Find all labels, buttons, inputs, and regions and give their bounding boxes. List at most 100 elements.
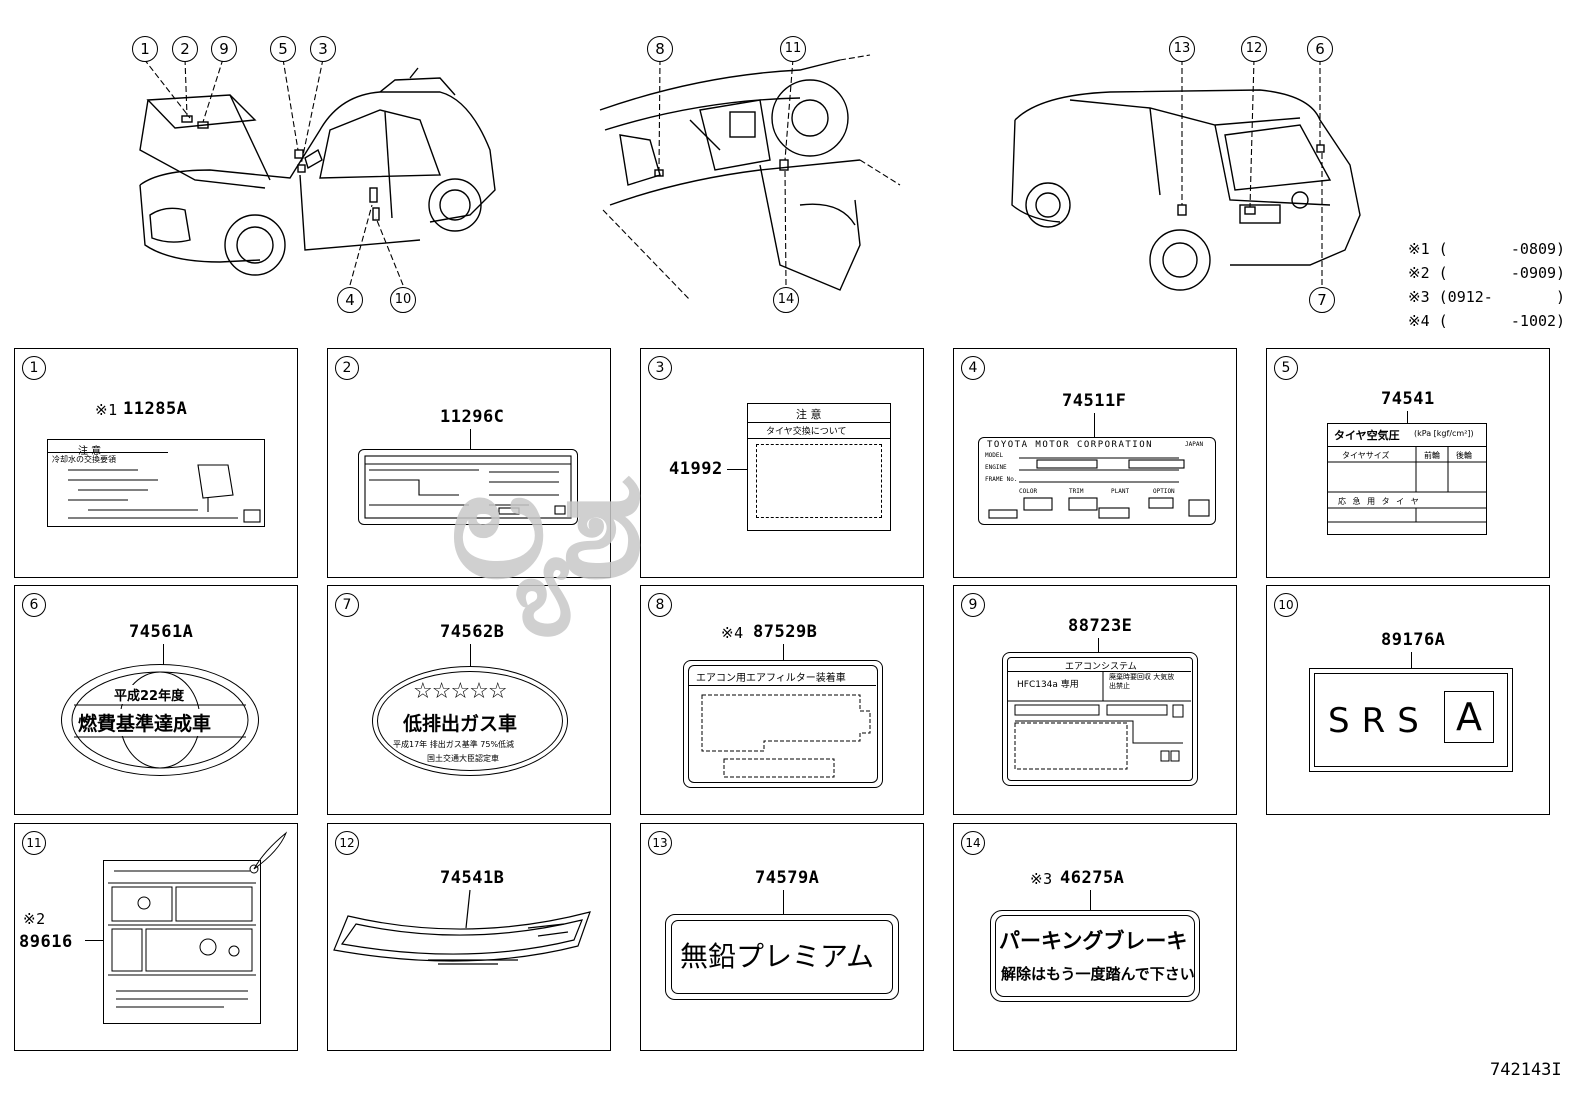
label-subtitle: 冷却水の交換要領 [52,455,116,464]
label-main: パーキングブレーキ [999,929,1188,953]
callout-1: 1 [132,36,158,62]
label-74562B: ☆☆☆☆☆ 低排出ガス車 平成17年 排出ガス基準 75%低減 国土交通大臣認定… [372,666,568,776]
label-a: A [1444,691,1494,743]
label-89616 [103,831,288,1024]
field-option: OPTION [1153,488,1175,495]
callout-5: 5 [270,36,296,62]
label-warning: 廃棄時要回収 大気放出禁止 [1109,673,1175,690]
label-87529B: エアコン用エアフィルター装着車 [683,660,883,788]
panel-1: 1 ※1 11285A 注 意 冷却水の交換要領 [14,348,298,578]
label-cert: 国土交通大臣認定車 [427,754,499,763]
part-code: 89176A [1381,630,1446,650]
panel-number: 3 [648,356,672,380]
panel-number: 6 [22,593,46,617]
label-country: JAPAN [1185,441,1204,448]
label-main: 低排出ガス車 [403,713,518,735]
label-74561A: 平成22年度 燃費基準達成車 [61,664,259,776]
panel-number: 9 [961,593,985,617]
part-code: 88723E [1068,616,1133,636]
note-4: ※4 ( -1002) [1408,312,1566,330]
label-sub: 解除はもう一度踏んで下さい [1001,965,1195,983]
panel-number: 4 [961,356,985,380]
callout-12: 12 [1241,36,1267,62]
field-plant: PLANT [1111,488,1130,495]
callout-14: 14 [773,287,799,313]
label-refrigerant: HFC134a 専用 [1017,680,1079,690]
panel-number: 14 [961,831,985,855]
panel-number: 1 [22,356,46,380]
callout-7: 7 [1309,287,1335,313]
part-note: ※3 [1030,870,1053,888]
label-41992: 注 意 タイヤ交換について [747,403,891,531]
col-tire-size: タイヤサイズ [1342,451,1390,460]
label-89176A: SRS A [1309,668,1513,772]
part-code: 87529B [753,622,818,642]
callout-4: 4 [337,287,363,313]
label-74579A: 無鉛プレミアム [665,914,899,1000]
callout-10: 10 [390,287,416,313]
panel-number: 11 [22,831,46,855]
field-frame: FRAME No. [985,476,1018,483]
field-trim: TRIM [1069,488,1084,495]
label-title: エアコン用エアフィルター装着車 [696,673,846,684]
row-spare: 応 急 用 タ イ ヤ [1338,497,1421,506]
panel-10: 10 89176A SRS A [1266,585,1550,815]
label-subtitle: タイヤ交換について [766,427,847,437]
label-11285A: 注 意 冷却水の交換要領 [47,439,265,527]
drawing-id: 742143I [1490,1060,1562,1080]
label-title: 注 意 [796,408,822,421]
label-standard: 平成17年 排出ガス基準 75%低減 [393,740,515,749]
panel-number: 7 [335,593,359,617]
part-code: 74541 [1381,389,1435,409]
callout-2: 2 [172,36,198,62]
part-code: 74561A [129,622,194,642]
label-74511F: TOYOTA MOTOR CORPORATION JAPAN MODEL ENG… [978,437,1216,525]
part-note: ※1 [95,401,118,419]
part-note: ※2 [23,910,46,928]
label-74541B [333,889,591,965]
part-code: 74541B [440,868,505,888]
panel-6: 6 74561A 平成22年度 燃費基準達成車 [14,585,298,815]
part-code: 74579A [755,868,820,888]
panel-number: 2 [335,356,359,380]
panel-5: 5 74541 タイヤ空気圧 (kPa [kgf/cm²]) タイヤサイズ 前輪… [1266,348,1550,578]
note-3: ※3 (0912- ) [1408,288,1566,306]
callout-8: 8 [647,36,673,62]
field-engine: ENGINE [985,464,1007,471]
field-color: COLOR [1019,488,1038,495]
callout-9: 9 [211,36,237,62]
panel-11: 11 ※2 89616 [14,823,298,1051]
panel-7: 7 74562B ☆☆☆☆☆ 低排出ガス車 平成17年 排出ガス基準 75%低減… [327,585,611,815]
callout-6: 6 [1307,36,1333,62]
label-title: エアコンシステム [1065,662,1137,672]
label-74541: タイヤ空気圧 (kPa [kgf/cm²]) タイヤサイズ 前輪 後輪 応 急 … [1327,423,1487,535]
part-code: 74511F [1062,391,1127,411]
callout-11: 11 [780,36,806,62]
label-year: 平成22年度 [114,685,185,704]
panel-number: 13 [648,831,672,855]
panel-2: 2 11296C [327,348,611,578]
part-code: 11285A [123,399,188,419]
panel-4: 4 74511F TOYOTA MOTOR CORPORATION JAPAN … [953,348,1237,578]
note-1: ※1 ( -0809) [1408,240,1566,258]
panel-3: 3 41992 注 意 タイヤ交換について [640,348,924,578]
callout-3: 3 [310,36,336,62]
panel-number: 8 [648,593,672,617]
panel-14: 14 ※3 46275A パーキングブレーキ 解除はもう一度踏んで下さい [953,823,1237,1051]
panel-number: 10 [1274,593,1298,617]
label-88723E: エアコンシステム HFC134a 専用 廃棄時要回収 大気放出禁止 [1002,652,1198,786]
part-code: 41992 [669,459,723,479]
label-title: タイヤ空気圧 [1334,429,1400,442]
callout-13: 13 [1169,36,1195,62]
panel-13: 13 74579A 無鉛プレミアム [640,823,924,1051]
part-code: 46275A [1060,868,1125,888]
part-note: ※4 [721,624,744,642]
label-srs: SRS [1328,701,1431,741]
label-46275A: パーキングブレーキ 解除はもう一度踏んで下さい [990,910,1200,1002]
panel-12: 12 74541B [327,823,611,1051]
label-main: 無鉛プレミアム [680,940,875,973]
panel-number: 12 [335,831,359,855]
label-title: 注 意 [78,446,102,457]
panel-number: 5 [1274,356,1298,380]
label-unit: (kPa [kgf/cm²]) [1414,429,1474,438]
